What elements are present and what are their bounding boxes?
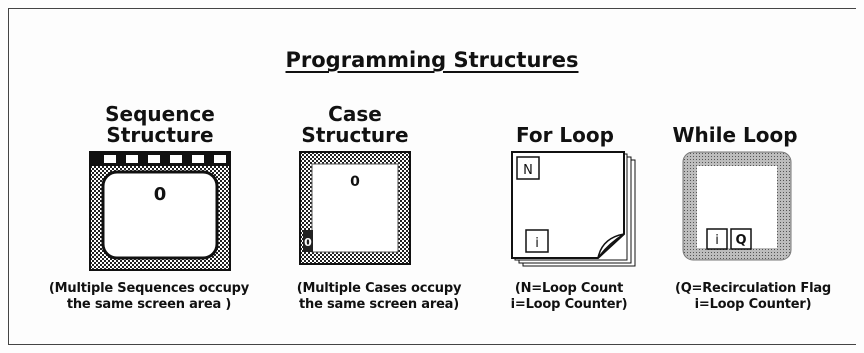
sequence-inner-window	[101, 170, 219, 260]
sequence-film-hole	[104, 155, 116, 163]
case-inner-window	[311, 163, 399, 253]
case-heading: Case Structure	[295, 104, 415, 146]
while-loop-caption-line2: i=Loop Counter)	[694, 297, 812, 312]
case-caption-line1: (Multiple Cases occupy	[296, 281, 462, 296]
sequence-film-hole	[214, 155, 226, 163]
sequence-film-hole	[170, 155, 182, 163]
case-heading-line1: Case	[328, 102, 382, 126]
sequence-frame-label: 0	[154, 184, 167, 205]
for-loop-page-curl	[597, 233, 625, 259]
sequence-film-hole	[192, 155, 204, 163]
while-loop-icon: i Q	[682, 151, 792, 261]
case-caption-line2: the same screen area)	[299, 297, 459, 312]
for-loop-index-label: i	[535, 236, 539, 251]
while-loop-heading: While Loop	[672, 123, 798, 147]
for-loop-caption-line1: (N=Loop Count	[514, 281, 624, 296]
sequence-heading: Sequence Structure	[90, 104, 230, 146]
for-loop-caption: (N=Loop Count i=Loop Counter)	[494, 281, 644, 313]
sequence-caption: (Multiple Sequences occupy the same scre…	[24, 281, 274, 313]
while-loop-index-label: i	[715, 233, 719, 248]
case-frame-label: 0	[350, 174, 360, 190]
while-loop-caption: (Q=Recirculation Flag i=Loop Counter)	[650, 281, 856, 313]
case-structure-icon: 0 0	[299, 151, 411, 265]
sequence-heading-line1: Sequence	[105, 102, 215, 126]
for-loop-heading: For Loop	[516, 123, 614, 147]
sequence-caption-line2: the same screen area )	[66, 297, 232, 312]
diagram-frame	[8, 8, 856, 345]
while-loop-index-terminal	[706, 228, 728, 250]
while-loop-caption-line1: (Q=Recirculation Flag	[674, 281, 832, 296]
for-loop-index-terminal	[525, 229, 549, 253]
case-heading-line2: Structure	[301, 123, 409, 147]
for-loop-count-terminal	[516, 156, 540, 180]
while-loop-condition-label: Q	[735, 233, 746, 248]
for-loop-icon: N i	[511, 151, 636, 267]
case-selector-terminal	[303, 230, 313, 252]
case-caption: (Multiple Cases occupy the same screen a…	[272, 281, 486, 313]
sequence-film-hole	[126, 155, 138, 163]
sequence-heading-line2: Structure	[106, 123, 214, 147]
sequence-film-hole	[148, 155, 160, 163]
sequence-caption-line1: (Multiple Sequences occupy	[48, 281, 250, 296]
sequence-structure-icon: 0	[89, 151, 231, 271]
while-loop-condition-terminal	[730, 228, 752, 250]
for-loop-caption-line2: i=Loop Counter)	[510, 297, 628, 312]
for-loop-count-label: N	[523, 163, 533, 178]
diagram-title: Programming Structures	[285, 48, 579, 72]
case-selector-label: 0	[304, 236, 312, 249]
